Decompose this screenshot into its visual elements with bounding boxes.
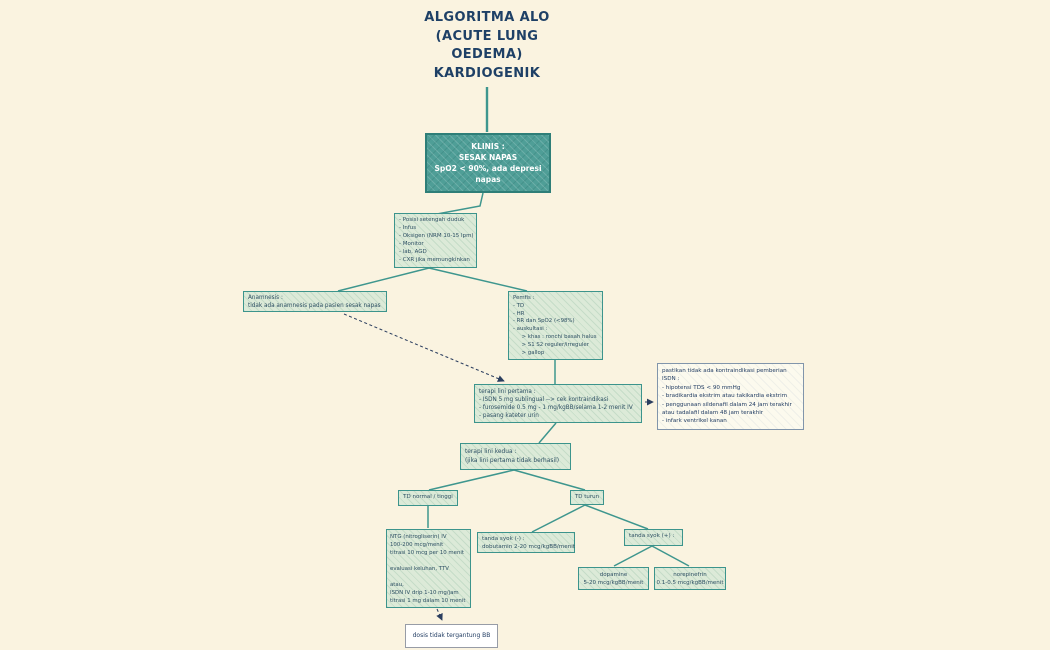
node-initial-management: - Posisi setengah duduk - Infus - Oksige… bbox=[394, 213, 477, 268]
flowchart-title: ALGORITMA ALO (ACUTE LUNG OEDEMA) KARDIO… bbox=[424, 10, 550, 81]
node-kontraindikasi-isdn-note: pastikan tidak ada kontraindikasi pember… bbox=[657, 363, 804, 430]
node-td-normal-tinggi: TD normal / tinggi bbox=[398, 490, 458, 506]
node-terapi-lini-kedua: terapi lini kedua : (jika lini pertama t… bbox=[460, 443, 571, 470]
connector-tdturun-syokpos bbox=[584, 504, 649, 530]
connector-syokpos-dopamine bbox=[613, 545, 653, 567]
connector-terapi2-tdnormal bbox=[428, 469, 515, 491]
node-pemfis: Pemfis : - TD - HR - RR dan SpO2 (<98%) … bbox=[508, 291, 603, 360]
node-terapi-lini-pertama: terapi lini pertama : - ISDN 5 mg sublin… bbox=[474, 384, 642, 423]
connector-tdturun-syokneg bbox=[531, 504, 586, 533]
node-tanda-syok-negatif: tanda syok (-) : dobutamin 2-20 mcg/kgBB… bbox=[477, 532, 575, 553]
node-ntg-isdn-drip: NTG (nitrogliserin) IV 100-200 mcg/menit… bbox=[386, 529, 471, 608]
connector-prep-anamnesis bbox=[337, 267, 430, 292]
node-dopamine: dopamine 5-20 mcg/kgBB/menit bbox=[578, 567, 649, 590]
connector-prep-pemfis bbox=[428, 267, 528, 292]
dashed-arrow-ntg-dosis bbox=[436, 608, 443, 621]
node-td-turun: TD turun bbox=[570, 490, 604, 505]
connector-terapi1-terapi2 bbox=[538, 422, 557, 444]
node-tanda-syok-positif: tanda syok (+) : bbox=[624, 529, 683, 546]
node-klinis: KLINIS : SESAK NAPAS SpO2 < 90%, ada dep… bbox=[425, 133, 551, 193]
node-dosis-note: dosis tidak tergantung BB bbox=[405, 624, 498, 648]
connector-syokpos-norepinefrin bbox=[651, 545, 690, 567]
connector-klinis-prep bbox=[436, 192, 484, 215]
connector-terapi2-tdturun bbox=[513, 469, 586, 491]
dashed-arrow-anamnesis-terapi1 bbox=[343, 313, 505, 382]
node-anamnesis: Anamnesis : tidak ada anamnesis pada pas… bbox=[243, 291, 387, 312]
node-norepinefrin: norepinefrin 0.1-0.5 mcg/kgBB/menit bbox=[654, 567, 726, 590]
